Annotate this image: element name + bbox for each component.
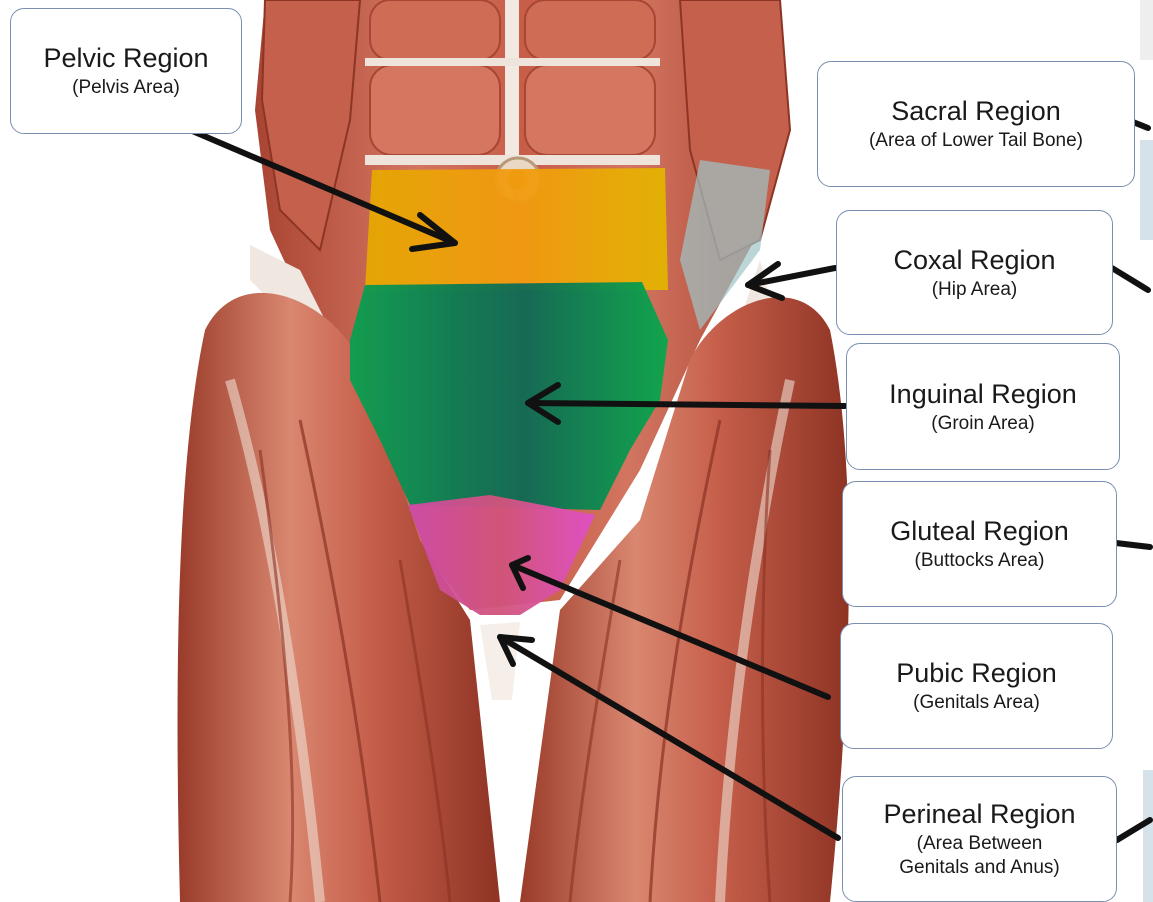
sacral-side-arrow <box>1133 122 1148 128</box>
perineal-region-subtitle: (Area Between <box>917 832 1043 856</box>
perineal-region-title: Perineal Region <box>883 798 1075 830</box>
pubic-region-title: Pubic Region <box>896 657 1057 689</box>
inguinal-region-subtitle: (Groin Area) <box>931 412 1034 436</box>
sacral-region-title: Sacral Region <box>891 95 1061 127</box>
side-panel-lower <box>1143 770 1153 902</box>
gluteal-region-subtitle: (Buttocks Area) <box>915 549 1045 573</box>
sacral-region-subtitle: (Area of Lower Tail Bone) <box>869 129 1083 153</box>
pelvic-region-highlight <box>365 168 668 290</box>
gluteal-region-title: Gluteal Region <box>890 515 1069 547</box>
coxal-region-label: Coxal Region (Hip Area) <box>836 210 1113 335</box>
gluteal-side-arrow <box>1116 543 1150 547</box>
pelvic-region-title: Pelvic Region <box>43 42 208 74</box>
pelvic-region-label: Pelvic Region (Pelvis Area) <box>10 8 242 134</box>
pubic-region-subtitle: (Genitals Area) <box>913 691 1040 715</box>
perineal-region-label: Perineal Region (Area Between Genitals a… <box>842 776 1117 902</box>
perineal-region-subtitle-line2: Genitals and Anus) <box>899 856 1060 880</box>
coxal-region-subtitle: (Hip Area) <box>932 278 1018 302</box>
sacral-region-label: Sacral Region (Area of Lower Tail Bone) <box>817 61 1135 187</box>
coxal-side-arrow <box>1112 268 1148 290</box>
pelvic-region-subtitle: (Pelvis Area) <box>72 76 180 100</box>
pubic-region-label: Pubic Region (Genitals Area) <box>840 623 1113 749</box>
inguinal-region-label: Inguinal Region (Groin Area) <box>846 343 1120 470</box>
inguinal-region-title: Inguinal Region <box>889 378 1077 410</box>
coxal-region-title: Coxal Region <box>893 244 1055 276</box>
side-panel <box>1140 140 1153 240</box>
side-panel-top <box>1140 0 1153 60</box>
gluteal-region-label: Gluteal Region (Buttocks Area) <box>842 481 1117 607</box>
